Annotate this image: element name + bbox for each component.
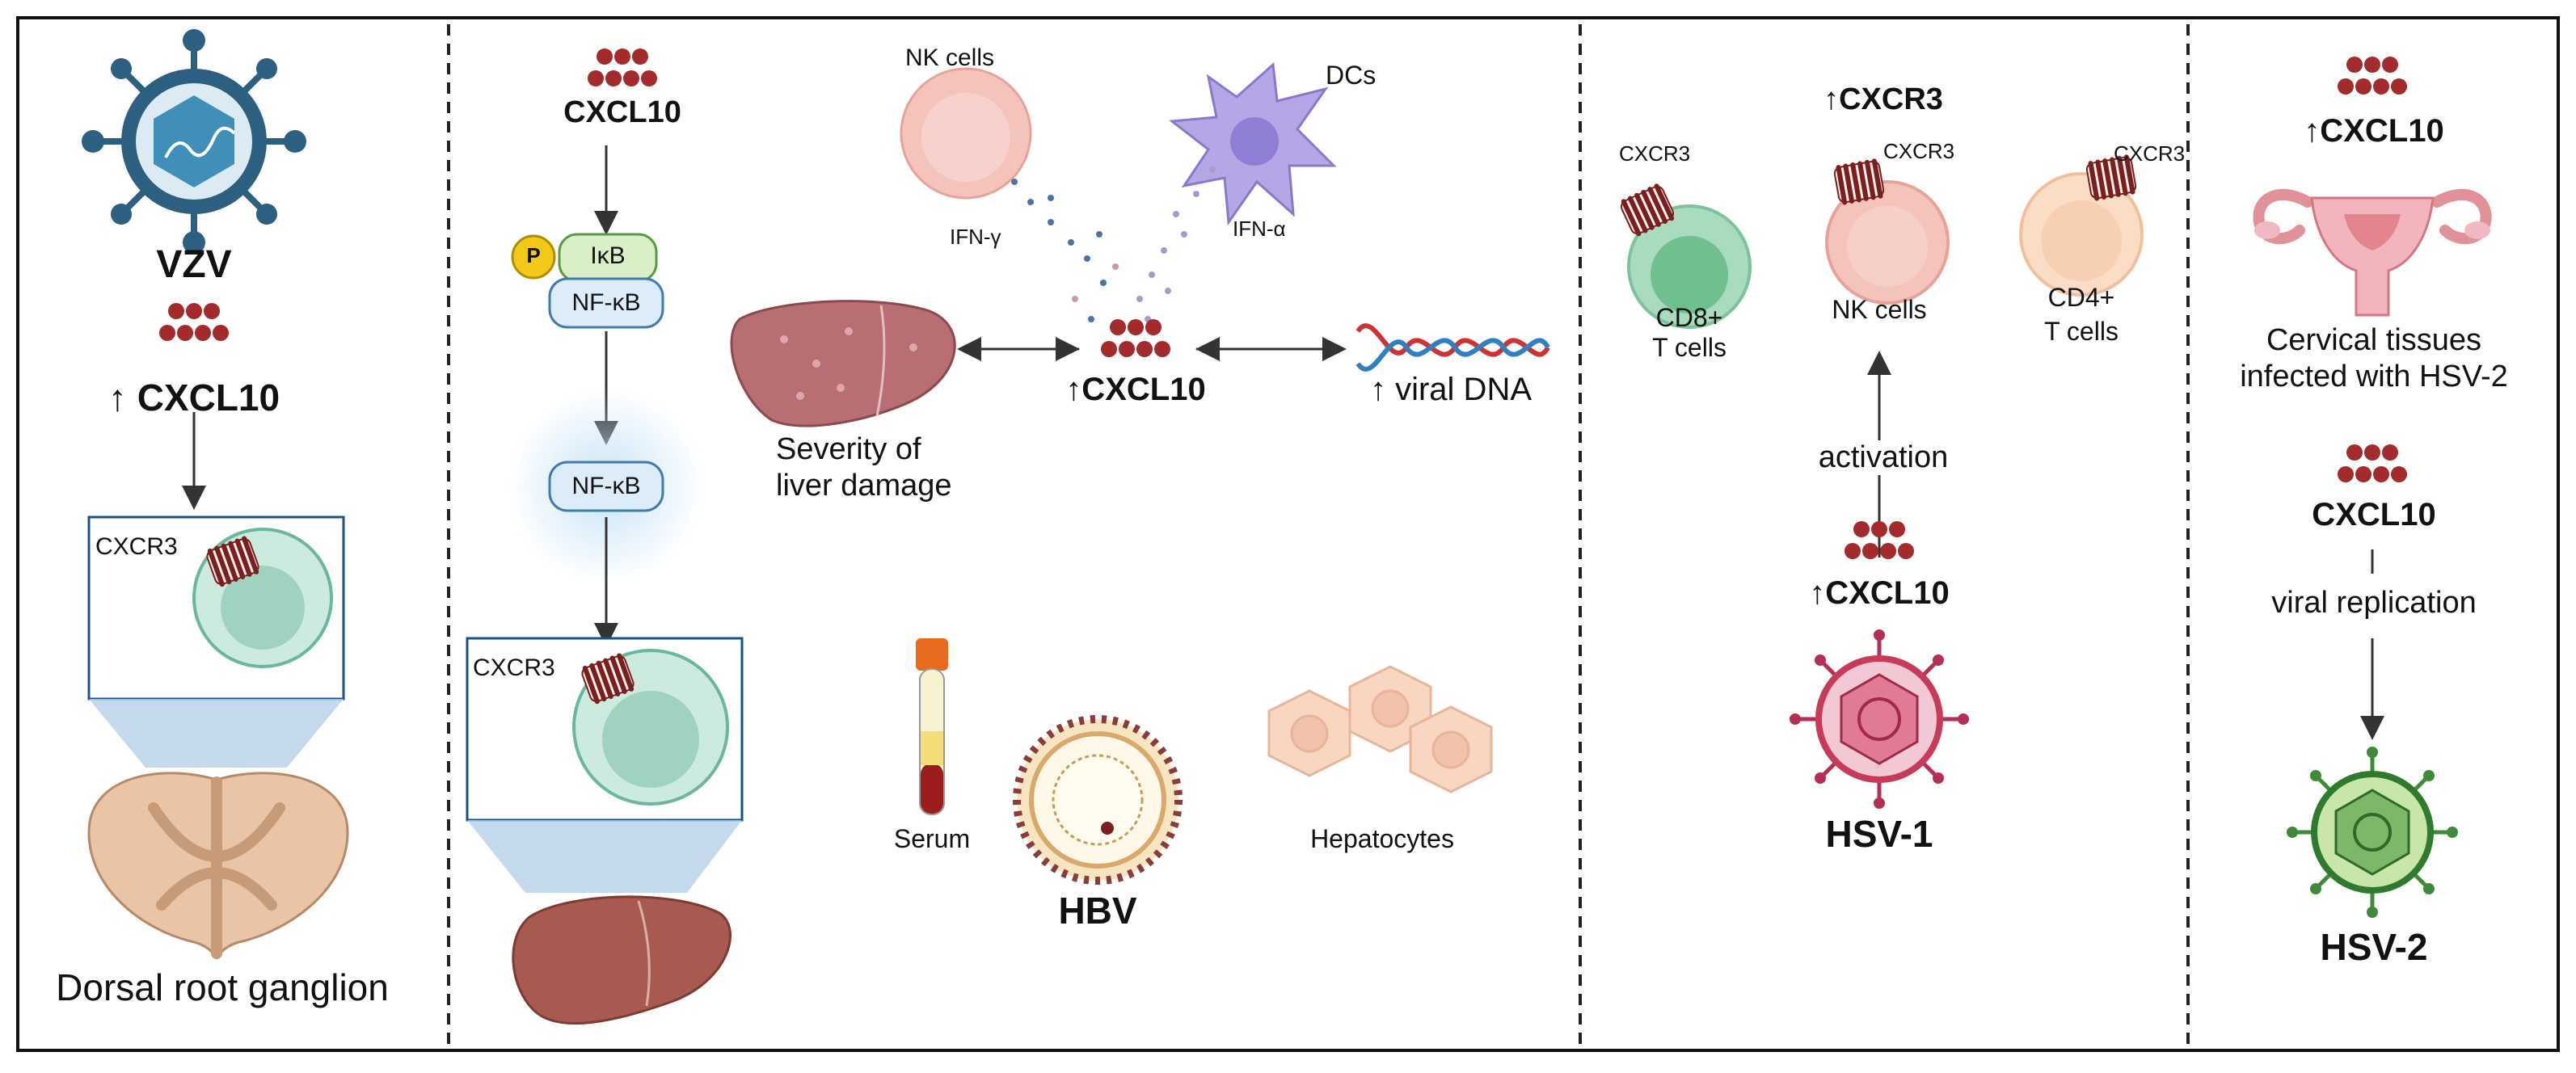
nk-cells-label: NK cells: [1832, 295, 1927, 324]
center-cxcl10-label: ↑CXCL10: [1065, 372, 1206, 407]
nfkb-complex-label: NF-κB: [571, 289, 641, 316]
cxcr3-up-label: ↑CXCR3: [1823, 82, 1943, 116]
dna-icon: [1355, 323, 1550, 372]
dorsal-root-ganglion-label: Dorsal root ganglion: [56, 966, 389, 1008]
hsv1-label: HSV-1: [1825, 813, 1933, 855]
serum-label: Serum: [893, 824, 971, 853]
hsv2-label: HSV-2: [2320, 926, 2428, 968]
cxcl10-label: CXCL10: [563, 95, 681, 129]
liver-icon: [512, 895, 731, 1025]
vzv-virus-icon: [82, 29, 306, 254]
hbv-label: HBV: [1058, 890, 1137, 932]
cd4-label-1: CD4+: [2047, 283, 2115, 312]
dcs-label: DCs: [1326, 61, 1377, 90]
tissue-label-1: Cervical tissues: [2266, 323, 2482, 357]
ikb-label: IκB: [590, 242, 626, 269]
cytokine-dots: [1011, 166, 1216, 322]
nfkb-free-label: NF-κB: [571, 473, 641, 499]
cd8-label-1: CD8+: [1655, 303, 1723, 332]
nk-cells-label: NK cells: [904, 44, 995, 71]
ifn-gamma-label: IFN-γ: [950, 225, 1001, 249]
cd4-label-2: T cells: [2044, 317, 2119, 346]
cxcl10-label: CXCL10: [2312, 497, 2436, 532]
zoom-projection: [89, 699, 344, 768]
nk-cxcr3-label: CXCR3: [1883, 139, 1955, 163]
uterus-icon: [2253, 189, 2492, 317]
cd8-cxcr3-label: CXCR3: [1619, 141, 1691, 166]
cxcr3-label: CXCR3: [473, 654, 555, 681]
tissue-label-2: infected with HSV-2: [2240, 360, 2508, 393]
cxcr3-receptor-icon: [1834, 160, 1885, 203]
cxcl10-up-label: ↑ CXCL10: [108, 377, 280, 419]
serum-tube-icon: [916, 638, 948, 815]
cd8-label-2: T cells: [1652, 333, 1726, 362]
hbv-virus-icon: [1013, 715, 1183, 885]
viral-replication-label: viral replication: [2271, 586, 2477, 620]
phosphate-icon: [511, 234, 556, 280]
ifn-alpha-label: IFN-α: [1233, 217, 1286, 241]
liver-damage-label-1: Severity of: [776, 432, 921, 466]
viral-dna-label: ↑ viral DNA: [1369, 372, 1533, 407]
vzv-label: VZV: [156, 243, 232, 286]
cxcl10-up-label: ↑CXCL10: [2304, 113, 2444, 149]
activation-label: activation: [1813, 440, 1954, 475]
nfkb-free-box: [548, 461, 664, 512]
zoom-projection: [467, 820, 742, 893]
hepatocytes-label: Hepatocytes: [1310, 824, 1454, 853]
damaged-liver-icon: [730, 300, 956, 427]
dendritic-cell-icon: [1169, 61, 1337, 226]
nfkb-complex-box: [548, 277, 664, 329]
cd4-cxcr3-label: CXCR3: [2114, 141, 2186, 166]
liver-damage-label-2: liver damage: [776, 469, 952, 503]
cxcr3-label: CXCR3: [95, 533, 178, 560]
hepatocytes-icon: [1267, 665, 1493, 793]
phosphate-label: P: [526, 243, 541, 267]
cxcl10-up-label: ↑CXCL10: [1809, 575, 1950, 611]
dorsal-root-ganglion-icon: [87, 772, 349, 960]
hsv2-virus-icon: [2287, 747, 2458, 918]
hsv1-virus-icon: [1790, 629, 1969, 809]
